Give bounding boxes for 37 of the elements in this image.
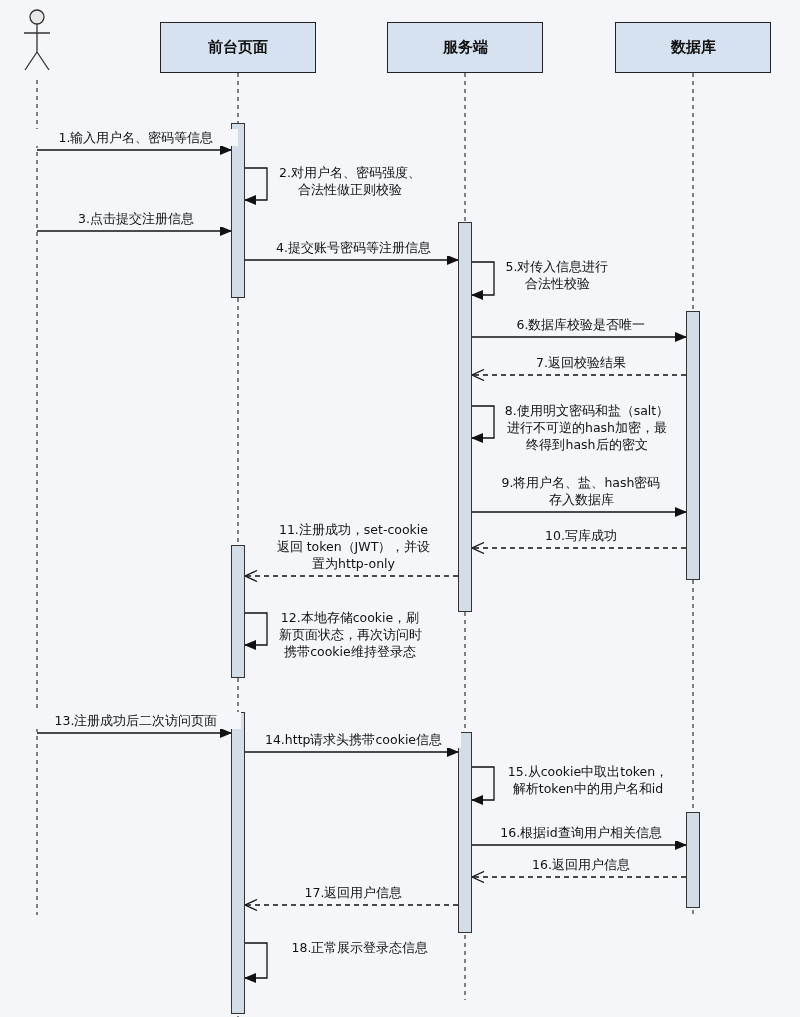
participant-box (387, 22, 543, 73)
message-arrow (244, 747, 459, 757)
lifeline (464, 72, 466, 223)
message-arrow (36, 226, 232, 236)
message-arrow (244, 942, 268, 983)
lifeline (692, 72, 694, 312)
message-arrow (36, 145, 232, 155)
message-arrow (471, 541, 687, 555)
activation-bar (458, 222, 472, 612)
participant-name: 前台页面 (208, 38, 268, 57)
message-arrow (244, 167, 268, 205)
activation-bar (458, 732, 472, 933)
lifeline (237, 677, 239, 713)
lifeline (237, 72, 239, 124)
participant-box (615, 22, 771, 73)
message-arrow (36, 728, 232, 738)
message-arrow (471, 368, 687, 382)
activation-bar (231, 712, 245, 1014)
message-arrow (471, 766, 495, 805)
message-arrow (244, 255, 459, 265)
message-arrow (244, 898, 459, 912)
message-arrow (471, 840, 687, 850)
activation-bar (686, 311, 700, 580)
participant-name: 数据库 (670, 38, 716, 57)
edge-label: 1.输入用户名、密码等信息 (34, 129, 238, 146)
activation-bar (686, 812, 700, 908)
activation-bar (231, 123, 245, 298)
message-arrow (471, 507, 687, 517)
message-arrow (471, 332, 687, 342)
participant-box (160, 22, 316, 73)
activation-bar (231, 545, 245, 678)
message-arrow (244, 569, 459, 583)
message-arrow (471, 261, 495, 300)
message-arrow (244, 612, 268, 650)
message-arrow (471, 870, 687, 884)
participant-name: 服务端 (442, 38, 488, 57)
message-arrow (471, 405, 495, 443)
